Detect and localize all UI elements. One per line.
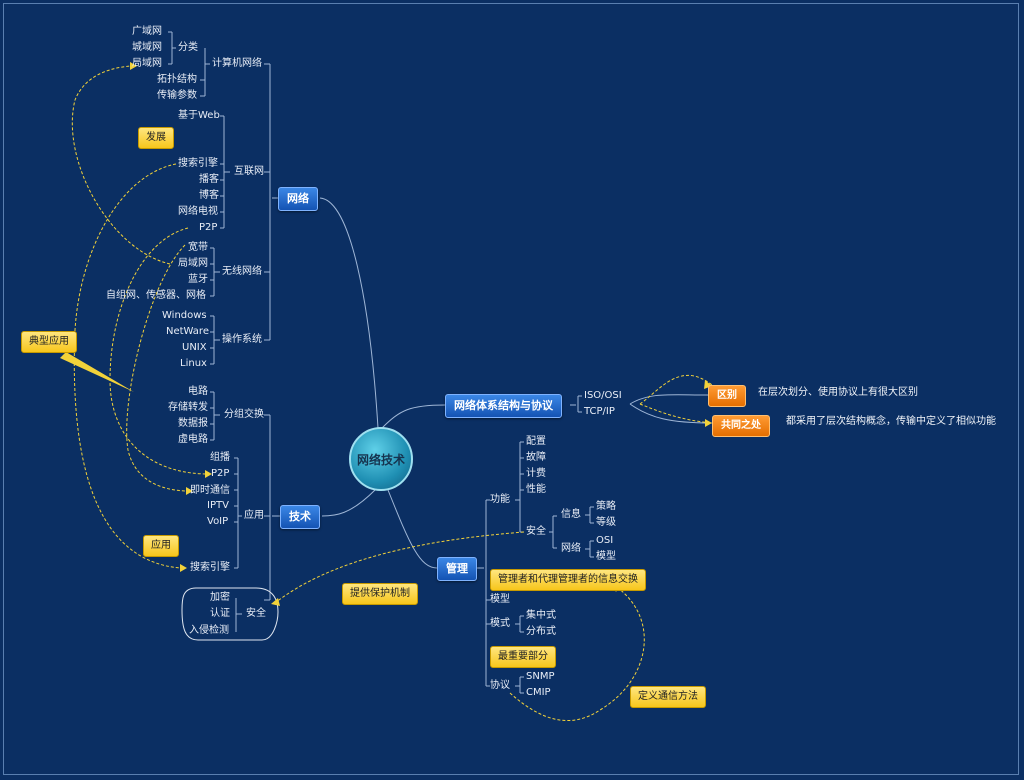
node-transfer-params[interactable]: 传输参数 [157,90,197,101]
node-man[interactable]: 城域网 [132,42,162,53]
node-internet[interactable]: 互联网 [234,166,264,177]
node-model[interactable]: 模型 [490,594,510,605]
node-datagram[interactable]: 数据报 [178,418,208,429]
node-netware[interactable]: NetWare [166,326,209,337]
node-cmip[interactable]: CMIP [526,687,551,698]
node-level[interactable]: 等级 [596,517,616,528]
node-intrusion[interactable]: 入侵检测 [189,625,229,636]
node-windows[interactable]: Windows [162,310,207,321]
node-im[interactable]: 即时通信 [190,485,230,496]
node-classify[interactable]: 分类 [178,42,198,53]
node-podcast[interactable]: 播客 [199,174,219,185]
branch-mgmt[interactable]: 管理 [437,557,477,581]
node-iso-osi[interactable]: ISO/OSI [584,390,622,401]
center-node[interactable]: 网络技术 [349,427,413,491]
common-desc: 都采用了层次结构概念，传输中定义了相似功能 [786,416,996,427]
node-app-search[interactable]: 搜索引擎 [190,562,230,573]
node-p2p[interactable]: P2P [199,222,218,233]
node-info[interactable]: 信息 [561,509,581,520]
branch-arch[interactable]: 网络体系结构与协议 [445,394,562,418]
node-net-sec[interactable]: 网络 [561,543,581,554]
node-mode[interactable]: 模式 [490,618,510,629]
node-unix[interactable]: UNIX [182,342,207,353]
node-distributed[interactable]: 分布式 [526,626,556,637]
node-wlan[interactable]: 局域网 [178,258,208,269]
note-typical[interactable]: 典型应用 [21,331,77,353]
note-exchange[interactable]: 管理者和代理管理者的信息交换 [490,569,646,591]
note-important[interactable]: 最重要部分 [490,646,556,668]
node-blog[interactable]: 博客 [199,190,219,201]
node-model-sec[interactable]: 模型 [596,551,616,562]
node-packet-switch[interactable]: 分组交换 [224,409,264,420]
node-adhoc[interactable]: 自组网、传感器、网格 [106,290,206,301]
node-difference[interactable]: 区别 [708,385,746,407]
node-performance[interactable]: 性能 [526,484,546,495]
node-voip[interactable]: VoIP [207,516,229,527]
node-protocol[interactable]: 协议 [490,680,510,691]
node-fault[interactable]: 故障 [526,452,546,463]
node-security[interactable]: 安全 [246,608,266,619]
node-topology[interactable]: 拓扑结构 [157,74,197,85]
node-broadband[interactable]: 宽带 [188,242,208,253]
node-multicast[interactable]: 组播 [210,452,230,463]
node-iptv[interactable]: IPTV [207,500,229,511]
node-circuit[interactable]: 电路 [188,386,208,397]
node-store-forward[interactable]: 存储转发 [168,402,208,413]
node-lan[interactable]: 局域网 [132,58,162,69]
node-encrypt[interactable]: 加密 [210,592,230,603]
node-function[interactable]: 功能 [490,494,510,505]
node-linux[interactable]: Linux [180,358,207,369]
node-osi[interactable]: OSI [596,535,614,546]
node-search-engine[interactable]: 搜索引擎 [178,158,218,169]
note-develop[interactable]: 发展 [138,127,174,149]
node-policy[interactable]: 策略 [596,501,616,512]
center-label: 网络技术 [356,452,405,467]
node-os[interactable]: 操作系统 [222,334,262,345]
node-virtual-circuit[interactable]: 虚电路 [178,434,208,445]
node-wireless[interactable]: 无线网络 [222,266,262,277]
node-web[interactable]: 基于Web [178,110,220,121]
branch-tech[interactable]: 技术 [280,505,320,529]
canvas-frame [3,3,1019,775]
node-computer-network[interactable]: 计算机网络 [212,58,262,69]
node-mgmt-security[interactable]: 安全 [526,526,546,537]
node-apps[interactable]: 应用 [244,510,264,521]
node-config[interactable]: 配置 [526,436,546,447]
note-apply[interactable]: 应用 [143,535,179,557]
node-accounting[interactable]: 计费 [526,468,546,479]
node-auth[interactable]: 认证 [210,608,230,619]
note-protect[interactable]: 提供保护机制 [342,583,418,605]
node-tcp-ip[interactable]: TCP/IP [584,406,615,417]
node-net-tv[interactable]: 网络电视 [178,206,218,217]
node-centralized[interactable]: 集中式 [526,610,556,621]
node-snmp[interactable]: SNMP [526,671,555,682]
branch-network[interactable]: 网络 [278,187,318,211]
node-common[interactable]: 共同之处 [712,415,770,437]
difference-desc: 在层次划分、使用协议上有很大区别 [758,387,918,398]
node-bluetooth[interactable]: 蓝牙 [188,274,208,285]
node-app-p2p[interactable]: P2P [211,468,230,479]
note-define[interactable]: 定义通信方法 [630,686,706,708]
node-wan[interactable]: 广域网 [132,26,162,37]
